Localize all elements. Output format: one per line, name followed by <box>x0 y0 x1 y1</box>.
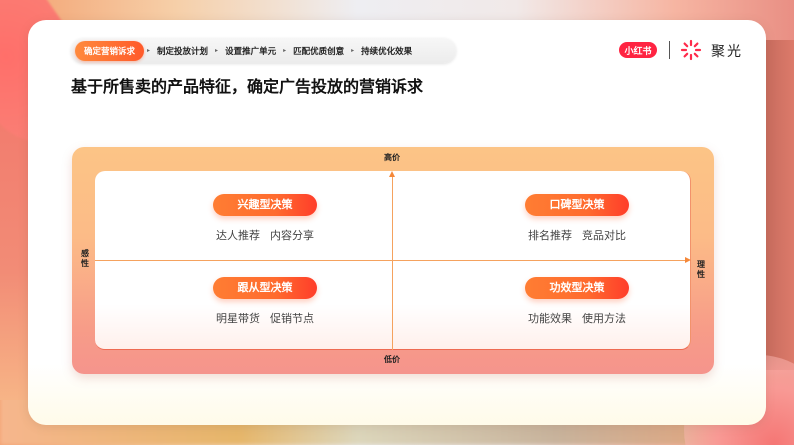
quadrant-interest: 兴趣型决策 达人推荐内容分享 <box>180 193 350 243</box>
step-5[interactable]: 持续优化效果 <box>361 46 413 57</box>
step-progress-bar: 确定营销诉求 ▸ 制定投放计划 ▸ 设置推广单元 ▸ 匹配优质创意 ▸ 持续优化… <box>71 38 456 63</box>
quadrant-tags: 排名推荐竞品对比 <box>492 227 662 243</box>
background-right-shape <box>766 40 794 370</box>
juguang-logo-text: 聚光 <box>711 44 743 60</box>
arrow-right-icon <box>685 257 691 263</box>
axis-label-high-price: 高价 <box>384 153 400 162</box>
quadrant-label-pill: 跟从型决策 <box>213 277 317 299</box>
quadrant-reputation: 口碑型决策 排名推荐竞品对比 <box>492 193 662 243</box>
axis-label-rational: 理性 <box>697 260 705 279</box>
tag: 竞品对比 <box>582 229 626 242</box>
step-4[interactable]: 匹配优质创意 <box>293 46 345 57</box>
arrow-up-icon <box>389 171 395 177</box>
tag: 明星带货 <box>216 312 260 325</box>
step-arrow-icon: ▸ <box>147 47 151 54</box>
quadrant-label-pill: 兴趣型决策 <box>213 194 317 216</box>
tag: 功能效果 <box>528 312 572 325</box>
step-3[interactable]: 设置推广单元 <box>225 46 277 57</box>
axis-label-emotional: 感性 <box>81 249 89 268</box>
tag: 排名推荐 <box>528 229 572 242</box>
horizontal-axis <box>95 260 687 261</box>
quadrant-tags: 明星带货促销节点 <box>180 310 350 326</box>
page-title: 基于所售卖的产品特征，确定广告投放的营销诉求 <box>71 77 424 96</box>
xiaohongshu-logo: 小红书 <box>619 42 657 58</box>
tag: 使用方法 <box>582 312 626 325</box>
step-arrow-icon: ▸ <box>283 47 287 54</box>
quadrant-follow: 跟从型决策 明星带货促销节点 <box>180 276 350 326</box>
tag: 达人推荐 <box>216 229 260 242</box>
quadrant-tags: 功能效果使用方法 <box>492 310 662 326</box>
step-1[interactable]: 确定营销诉求 <box>75 40 145 61</box>
axis-label-low-price: 低价 <box>384 355 400 364</box>
tag: 促销节点 <box>270 312 314 325</box>
quadrant-label-pill: 口碑型决策 <box>525 194 629 216</box>
juguang-burst-icon <box>680 39 702 61</box>
slide-card: 确定营销诉求 ▸ 制定投放计划 ▸ 设置推广单元 ▸ 匹配优质创意 ▸ 持续优化… <box>28 20 766 425</box>
step-arrow-icon: ▸ <box>351 47 355 54</box>
quadrant-tags: 达人推荐内容分享 <box>180 227 350 243</box>
vertical-axis <box>392 174 393 350</box>
step-2[interactable]: 制定投放计划 <box>157 46 209 57</box>
quadrant-efficacy: 功效型决策 功能效果使用方法 <box>492 276 662 326</box>
tag: 内容分享 <box>270 229 314 242</box>
quadrant-label-pill: 功效型决策 <box>525 277 629 299</box>
step-arrow-icon: ▸ <box>215 47 219 54</box>
logo-divider <box>669 41 670 59</box>
